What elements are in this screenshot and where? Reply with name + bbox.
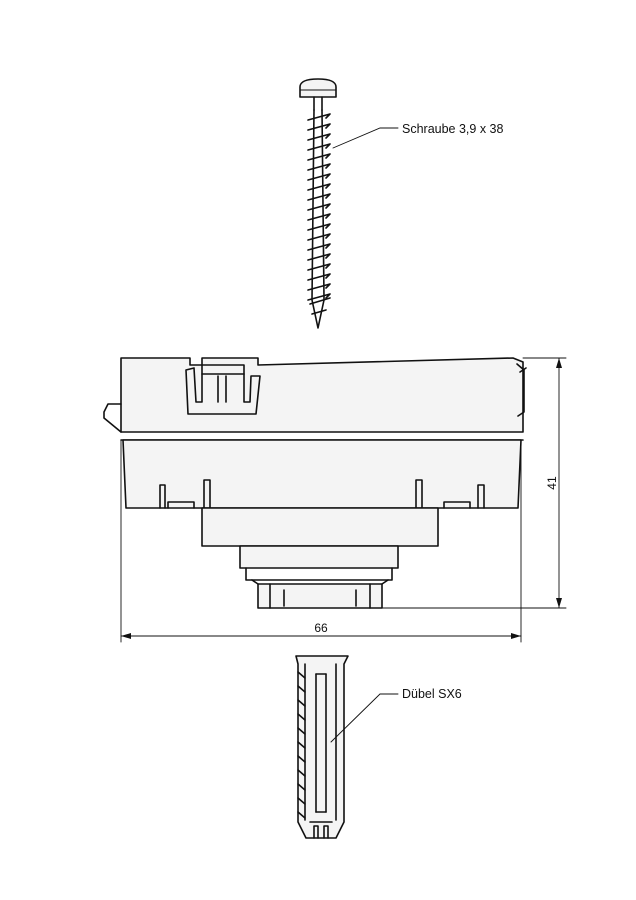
dimension-height: 41 <box>381 357 567 609</box>
dowel-rib <box>297 671 306 679</box>
dowel-ribs <box>297 671 306 819</box>
screw-thread <box>307 263 331 271</box>
dowel-rib <box>297 811 306 819</box>
screw-thread <box>307 133 331 141</box>
screw-label: Schraube 3,9 x 38 <box>402 122 504 136</box>
width-label: 66 <box>314 621 328 635</box>
screw-thread <box>307 123 331 131</box>
screw-thread <box>307 183 331 191</box>
screw-thread <box>307 293 331 301</box>
screw-thread <box>307 283 331 291</box>
screw-thread <box>307 223 331 231</box>
screw-thread <box>307 113 331 121</box>
dowel-rib <box>297 713 306 721</box>
screw-thread <box>307 193 331 201</box>
height-label: 41 <box>545 476 559 490</box>
dowel-leader: Dübel SX6 <box>330 687 462 743</box>
dimension-width: 66 <box>120 439 522 643</box>
dowel-drawing <box>295 655 349 839</box>
screw-thread <box>307 153 331 161</box>
screw-thread <box>307 163 331 171</box>
housing-drawing <box>103 357 527 609</box>
dowel-rib <box>297 797 306 805</box>
dowel-rib <box>297 741 306 749</box>
screw-thread <box>307 203 331 211</box>
dowel-rib <box>297 769 306 777</box>
screw-thread <box>307 213 331 221</box>
screw-threads <box>307 113 331 315</box>
dowel-rib <box>297 699 306 707</box>
dowel-rib <box>297 783 306 791</box>
screw-tip-thread <box>309 297 331 315</box>
dowel-rib <box>297 755 306 763</box>
screw-drawing <box>299 78 337 329</box>
screw-thread <box>307 233 331 241</box>
dowel-rib <box>297 685 306 693</box>
screw-thread <box>307 253 331 261</box>
screw-thread <box>307 243 331 251</box>
screw-thread <box>307 273 331 281</box>
dowel-label: Dübel SX6 <box>402 687 462 701</box>
screw-thread <box>307 143 331 151</box>
dowel-rib <box>297 727 306 735</box>
screw-thread <box>307 173 331 181</box>
screw-leader: Schraube 3,9 x 38 <box>332 122 504 149</box>
